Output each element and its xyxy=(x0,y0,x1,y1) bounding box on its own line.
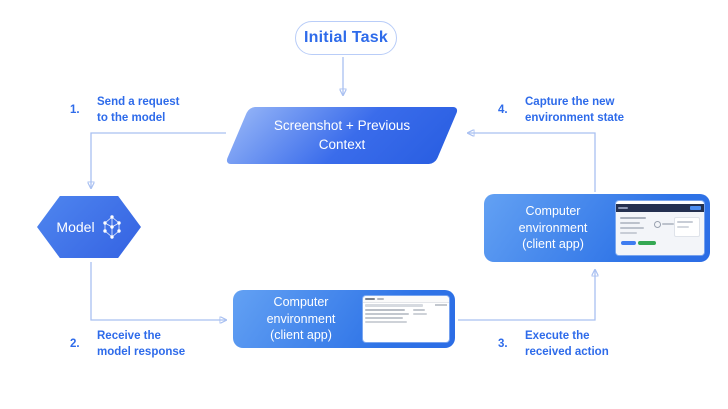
initial-task-node: Initial Task xyxy=(295,21,397,55)
model-label: Model xyxy=(56,219,95,235)
initial-task-label: Initial Task xyxy=(304,29,388,46)
form-app-screenshot-thumbnail xyxy=(616,201,704,255)
step-4-label: Capture the new environment state xyxy=(525,96,625,125)
step-4-number: 4. xyxy=(498,104,508,117)
step-2: 2. Receive the model response xyxy=(70,328,185,360)
step-4: 4. Capture the new environment state xyxy=(498,94,624,126)
step-1-label: Send a request to the model xyxy=(97,96,180,125)
env-right-label: Computer environment (client app) xyxy=(518,203,588,252)
context-label: Screenshot + Previous Context xyxy=(273,118,411,152)
step-2-label: Receive the model response xyxy=(97,330,186,359)
arrow-env-to-env xyxy=(458,270,595,321)
env-node-bottom: Computer environment (client app) xyxy=(233,290,455,348)
env-node-right: Computer environment (client app) xyxy=(484,194,710,262)
arrow-env-to-context xyxy=(468,133,596,192)
model-node: Model xyxy=(37,196,141,258)
neural-network-icon xyxy=(102,215,121,239)
step-1-number: 1. xyxy=(70,104,80,117)
step-3-label: Execute the received action xyxy=(525,330,609,359)
env-bottom-label: Computer environment (client app) xyxy=(266,294,336,343)
step-1: 1. Send a request to the model xyxy=(70,94,179,126)
table-app-screenshot-thumbnail xyxy=(363,296,449,342)
arrow-context-to-model xyxy=(91,132,226,188)
step-3-number: 3. xyxy=(498,338,508,351)
step-3: 3. Execute the received action xyxy=(498,328,609,360)
step-2-number: 2. xyxy=(70,338,80,351)
arrow-model-to-env xyxy=(90,262,226,320)
